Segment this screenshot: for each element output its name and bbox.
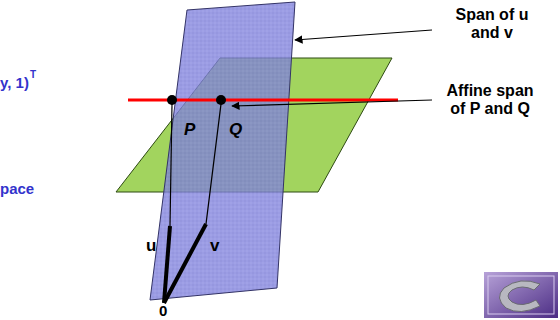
vector-label: u <box>146 236 156 256</box>
leader-arrow <box>295 30 432 40</box>
text-fragment: pace <box>0 180 34 197</box>
point-label: Q <box>229 120 242 140</box>
leader-arrow <box>232 100 432 106</box>
logo <box>484 272 558 318</box>
point-q <box>216 95 226 105</box>
origin-label: 0 <box>159 302 167 319</box>
formula-fragment: y, 1) <box>0 74 29 91</box>
vector-v <box>164 224 206 303</box>
point-p <box>167 95 177 105</box>
span-plane <box>150 2 295 300</box>
plane-label: Span of u and v <box>448 6 536 43</box>
guide-line <box>206 104 221 224</box>
vector-label: v <box>210 236 219 256</box>
guide-line <box>170 104 172 226</box>
point-label: P <box>184 120 195 140</box>
superscript: T <box>30 69 36 81</box>
line-label: Affine span of P and Q <box>440 82 540 119</box>
